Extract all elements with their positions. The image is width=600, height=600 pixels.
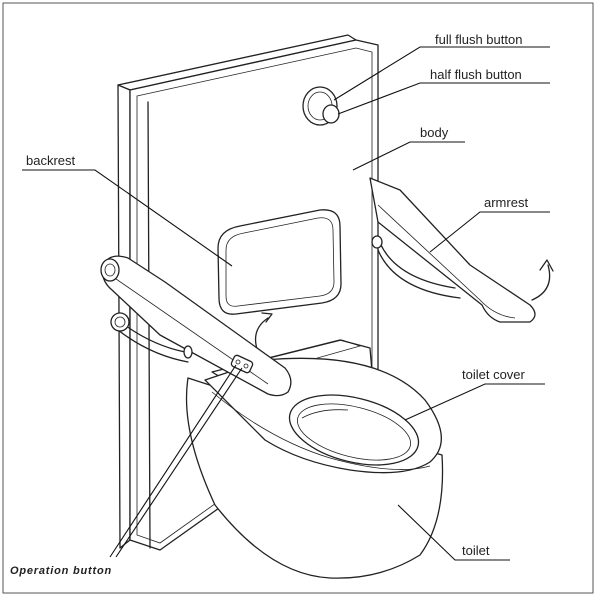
label-backrest: backrest bbox=[26, 153, 76, 168]
labels: full flush button half flush button body… bbox=[10, 32, 528, 577]
leader-lines bbox=[22, 46, 550, 561]
label-full-flush: full flush button bbox=[435, 32, 522, 47]
operation-buttons[interactable] bbox=[230, 354, 254, 374]
label-operation-button: Operation button bbox=[10, 565, 112, 577]
label-armrest: armrest bbox=[484, 195, 528, 210]
half-flush-button[interactable] bbox=[322, 104, 340, 124]
toilet-bowl bbox=[185, 377, 444, 579]
label-toilet: toilet bbox=[462, 543, 490, 558]
diagram-frame bbox=[2, 2, 594, 594]
label-toilet-cover: toilet cover bbox=[462, 367, 526, 382]
label-half-flush: half flush button bbox=[430, 67, 522, 82]
right-armrest[interactable] bbox=[369, 177, 536, 323]
backrest-cushion[interactable] bbox=[217, 209, 342, 315]
flush-buttons bbox=[302, 86, 340, 126]
label-body: body bbox=[420, 125, 449, 140]
